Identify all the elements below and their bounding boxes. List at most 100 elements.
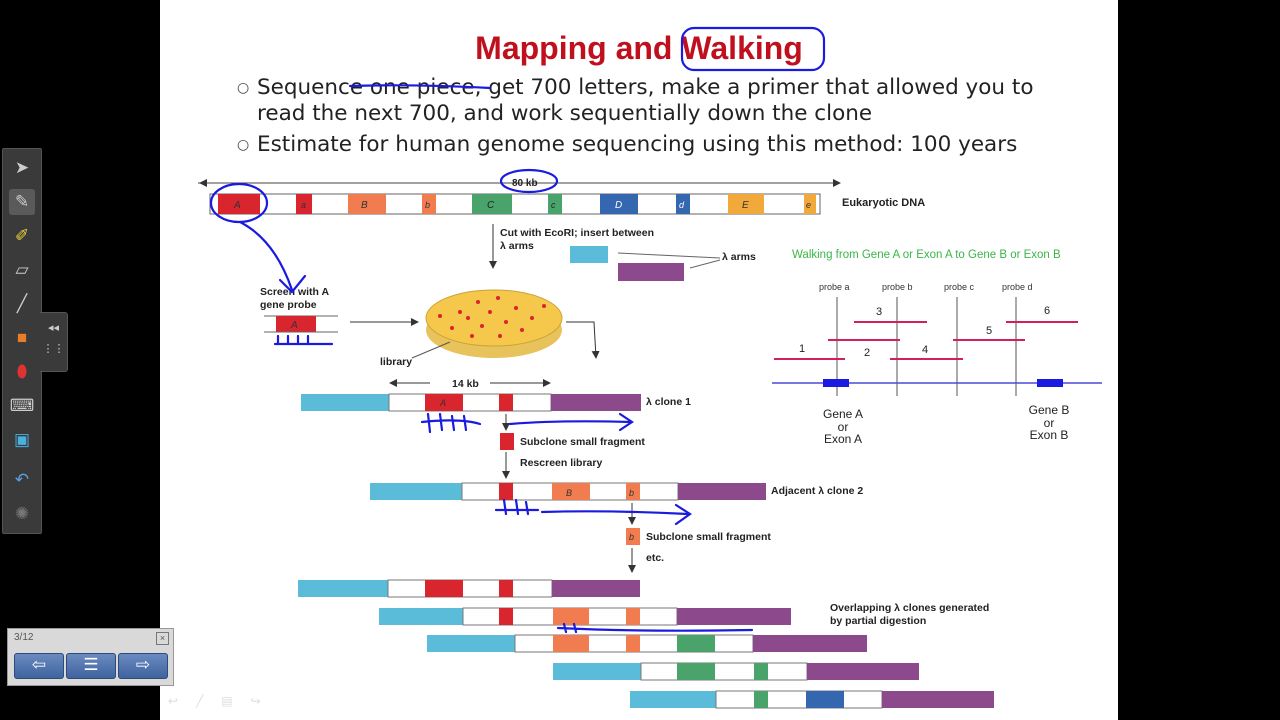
- gene-E-label: E: [742, 200, 749, 211]
- probe-c-label: probe c: [944, 282, 975, 292]
- toolbar-expand-tab[interactable]: ◂◂ ⋮⋮: [40, 312, 68, 372]
- overlapping-clone-2: [379, 607, 791, 626]
- rewind-icon: ◂◂: [47, 322, 60, 334]
- overlapping-clone-5: [630, 690, 994, 709]
- cut-text-2: λ arms: [500, 240, 534, 252]
- eukaryotic-dna: 80 kb A a B b C c D d E e Eukaryotic DNA: [198, 178, 925, 215]
- colonies: [438, 296, 546, 338]
- library-label: library: [380, 356, 412, 368]
- clone-gene-A: [425, 394, 463, 411]
- bullet-1-line-2: read the next 700, and work sequentially…: [257, 101, 873, 126]
- bullet-2-line-1: Estimate for human genome sequencing usi…: [257, 132, 1018, 157]
- exon-a-segment: [296, 194, 312, 214]
- close-icon[interactable]: ×: [156, 632, 169, 645]
- ink-hatch-clone2: [494, 498, 540, 516]
- library-leader: [411, 341, 451, 359]
- annotation-toolbar: ➤ ✎ ✐ ▱ ╱ ■ ⬮ ⌨ ▣ ↶ ✺: [2, 148, 42, 534]
- clone-length-label: 14 kb: [452, 378, 479, 390]
- ink-arrowhead-probe: [278, 274, 307, 294]
- keyboard-icon[interactable]: ⌨: [9, 396, 35, 415]
- bullet-marker: ○: [237, 137, 250, 153]
- eraser-icon[interactable]: ▱: [15, 260, 29, 279]
- line-icon[interactable]: ╱: [16, 294, 28, 313]
- exon-e-label: e: [806, 200, 811, 210]
- exon-e-segment: [804, 194, 816, 214]
- undo-icon[interactable]: ↶: [14, 470, 30, 489]
- ink-annotations: [209, 26, 826, 634]
- gene-D-segment: [600, 194, 638, 214]
- ink-arrow-to-probe: [238, 220, 294, 292]
- fragment-lines: [774, 321, 1078, 360]
- probe-b-label: probe b: [882, 282, 913, 292]
- forward-icon[interactable]: ↪: [250, 694, 279, 708]
- clone-1-label: λ clone 1: [646, 396, 691, 408]
- gene-b-text-3: Exon B: [1030, 428, 1069, 442]
- gene-b-text-1: Gene B: [1029, 403, 1070, 417]
- fill-icon[interactable]: ⬮: [16, 362, 28, 381]
- overlap-text-1: Overlapping λ clones generated: [830, 602, 989, 614]
- exon-c-label: c: [551, 200, 556, 210]
- fragment-5-label: 5: [986, 325, 992, 337]
- ink-circle-walking: [680, 26, 826, 72]
- arrow-right-icon: ⇨: [135, 655, 151, 674]
- gene-C-label: C: [487, 200, 495, 211]
- ink-underline-sequence: [348, 84, 492, 90]
- walking-schematic: Walking from Gene A or Exon A to Gene B …: [772, 249, 1102, 446]
- cut-text-1: Cut with EcoRI; insert between: [500, 227, 654, 239]
- exon-d-label: d: [679, 200, 685, 210]
- gene-a-block: [823, 379, 849, 387]
- clone-exon-a: [499, 483, 513, 500]
- clone-exon-b: [626, 483, 640, 500]
- menu-icon: ☰: [83, 655, 99, 674]
- walk-title: Walking from Gene A or Exon A to Gene B …: [792, 249, 1061, 261]
- settings-icon[interactable]: ✺: [14, 504, 30, 523]
- petri-dish: [425, 289, 563, 358]
- back-icon[interactable]: ↩: [168, 694, 197, 708]
- probe-d-label: probe d: [1002, 282, 1033, 292]
- gene-A-label: A: [233, 200, 241, 211]
- bullet-2: ○ Estimate for human genome sequencing u…: [237, 132, 1018, 158]
- arms-leader-2: [689, 259, 721, 269]
- clone-gene-B-label: B: [566, 488, 572, 498]
- arrow-icon[interactable]: ➤: [14, 158, 30, 177]
- ink-arrow-overlap: [556, 622, 754, 634]
- gene-b-block: [1037, 379, 1063, 387]
- subclone-b-label: b: [629, 532, 634, 542]
- exon-a-label: a: [301, 200, 306, 210]
- exon-b-segment: [422, 194, 436, 214]
- lambda-arm-purple: [618, 263, 684, 281]
- probe-A-label: A: [290, 320, 298, 331]
- shapes-icon[interactable]: ■: [16, 328, 28, 347]
- screen-icon[interactable]: ▣: [13, 430, 31, 449]
- arms-leader-1: [617, 252, 721, 259]
- gene-D-label: D: [615, 200, 622, 211]
- clone-walking-diagram: 80 kb A a B b C c D d E e Eukaryotic DNA: [198, 26, 1102, 709]
- clone-exon-b-label: b: [629, 488, 634, 498]
- faded-controls: ↩╱▤↪: [168, 694, 279, 708]
- slide-menu-button[interactable]: ☰: [66, 653, 116, 679]
- arrow-left-icon: ⇦: [31, 655, 47, 674]
- next-slide-button[interactable]: ⇨: [118, 653, 168, 679]
- subclone-2-label: Subclone small fragment: [646, 531, 771, 543]
- clone-exon-a: [499, 394, 513, 411]
- ink-hatch-clone1: [420, 412, 482, 434]
- dish-to-clone-arrow: [566, 321, 600, 359]
- exon-d-segment: [676, 194, 690, 214]
- bullet-1: ○ Sequence one piece, get 700 letters, m…: [237, 75, 1033, 127]
- ink-arrow-clone2: [540, 510, 690, 516]
- gene-C-segment: [472, 194, 512, 214]
- previous-slide-button[interactable]: ⇦: [14, 653, 64, 679]
- overlapping-clone-1: [298, 579, 640, 598]
- highlighter-icon[interactable]: ✐: [14, 226, 30, 245]
- gene-B-segment: [348, 194, 386, 214]
- probe-a-label: probe a: [819, 282, 850, 292]
- pen-small-icon[interactable]: ╱: [196, 694, 222, 708]
- fragment-6-label: 6: [1044, 305, 1050, 317]
- ink-arrow-clone1: [508, 420, 632, 426]
- pen-icon[interactable]: ✎: [9, 189, 35, 215]
- slide-title: Mapping and Walking: [475, 30, 803, 66]
- gene-A-segment: [218, 194, 260, 214]
- subclone-b-segment: [626, 528, 640, 545]
- grip-icon: ⋮⋮: [42, 343, 65, 355]
- menu-small-icon[interactable]: ▤: [221, 694, 251, 708]
